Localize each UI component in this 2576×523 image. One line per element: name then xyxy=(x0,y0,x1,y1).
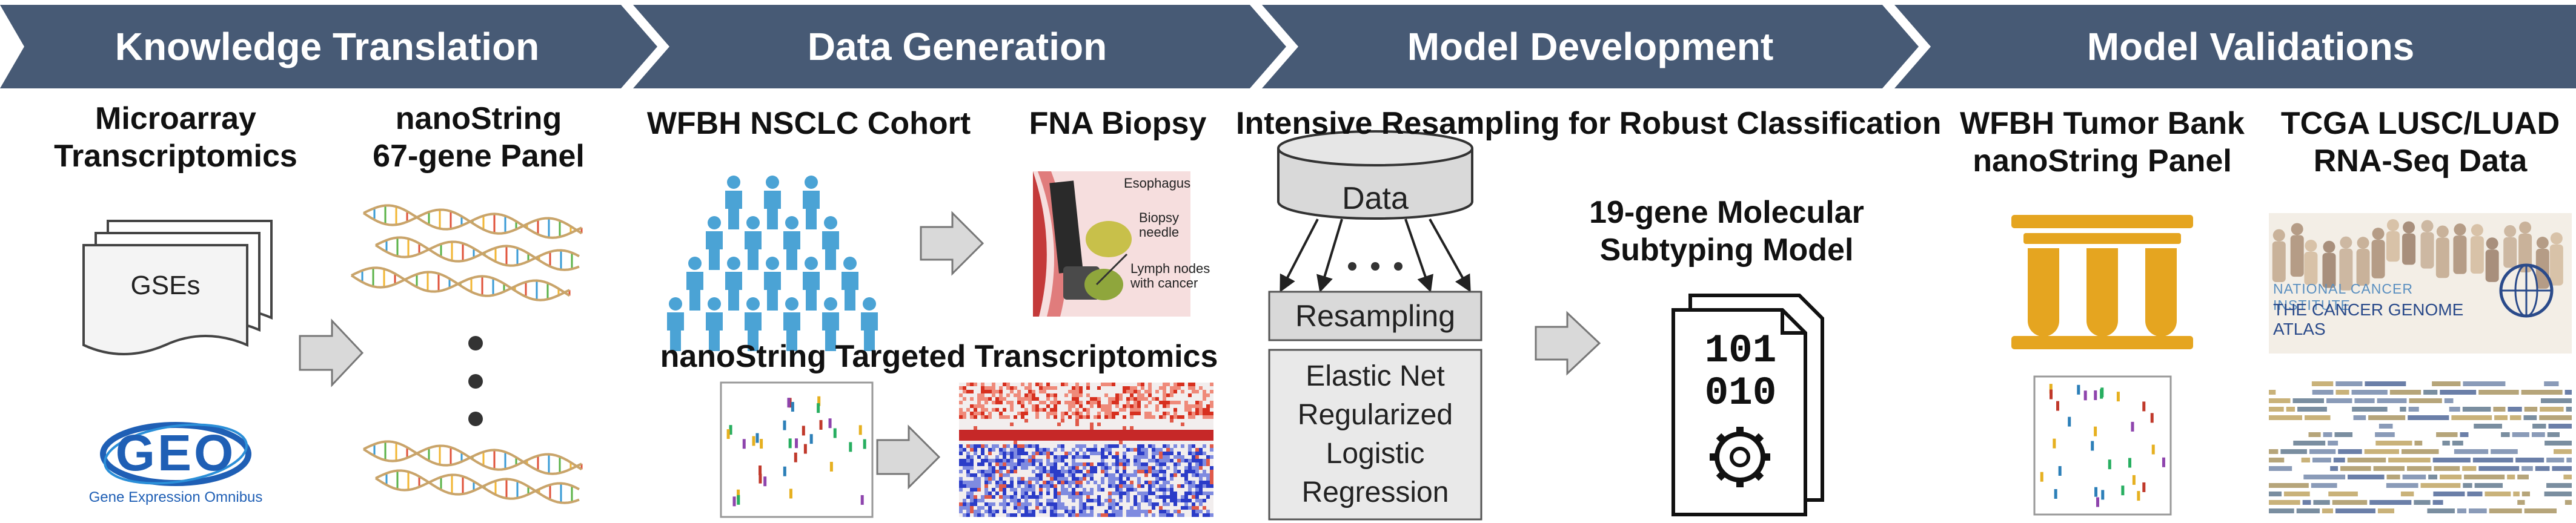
resampling-arrows xyxy=(1280,219,1471,293)
stage-label-model-validations: Model Validations xyxy=(2086,25,2415,68)
documents-icon xyxy=(82,220,273,355)
stage-banner xyxy=(0,5,2576,88)
biopsy-annotation-lymph-nodes: Lymph nodes with cancer xyxy=(1130,261,1210,291)
stage-chevron-1 xyxy=(0,5,657,88)
binary-row-2: 010 xyxy=(1704,370,1777,416)
biopsy-annotation-esophagus: Esophagus xyxy=(1124,176,1191,191)
arrow-model-icon xyxy=(1535,311,1601,376)
microarray-label: Microarray Transcriptomics xyxy=(54,101,297,174)
stage-label-model-development: Model Development xyxy=(1407,25,1774,68)
arrow-cohort-icon xyxy=(920,211,984,276)
stage-label-data-generation: Data Generation xyxy=(807,25,1107,68)
data-label: Data xyxy=(1342,181,1409,216)
model-label: 19-gene Molecular Subtyping Model xyxy=(1589,195,1864,268)
geo-logo xyxy=(100,422,251,486)
tcga-label: TCGA LUSC/LUAD RNA-Seq Data xyxy=(2280,106,2560,179)
tcga-logo xyxy=(2269,213,2572,354)
ellipsis-dots xyxy=(468,336,483,426)
resampling-title: Intensive Resampling for Robust Classifi… xyxy=(1236,106,1942,141)
tumor-bank-label: WFBH Tumor Bank nanoString Panel xyxy=(1960,106,2245,179)
geo-caption: Gene Expression Omnibus xyxy=(88,489,263,505)
targeted-transcriptomics-label: nanoString Targeted Transcriptomics xyxy=(660,339,1218,374)
cohort-label: WFBH NSCLC Cohort xyxy=(646,106,971,141)
stage-chevron-3 xyxy=(1262,5,1919,88)
resampling-ellipsis xyxy=(1348,262,1403,271)
resampling-box xyxy=(1268,291,1482,341)
arrow-kt-icon xyxy=(299,318,364,387)
binary-document-gear-icon xyxy=(1671,294,1824,516)
rna-seq-data-image xyxy=(2269,381,2572,513)
tcga-logo-line-2: THE CANCER GENOME ATLAS xyxy=(2273,300,2464,338)
matrix-ticks xyxy=(2040,384,2165,507)
stage-label-knowledge-translation: Knowledge Translation xyxy=(115,25,540,68)
dna-helix-icon xyxy=(350,204,583,504)
panel-label: nanoString 67-gene Panel xyxy=(373,101,585,174)
biopsy-annotation-needle: Biopsy needle xyxy=(1139,210,1180,240)
method-label: Elastic Net Regularized Logistic Regress… xyxy=(1297,360,1453,508)
resampling-label: Resampling xyxy=(1295,299,1455,333)
method-box xyxy=(1268,349,1482,521)
person-icon xyxy=(667,176,878,351)
matrix-ticks xyxy=(726,396,866,507)
biopsy-label: FNA Biopsy xyxy=(1029,106,1207,141)
binary-row-1: 101 xyxy=(1704,328,1777,373)
nanostring-matrix xyxy=(720,381,874,518)
stage-chevron-2 xyxy=(633,5,1286,88)
documents-label: GSEs xyxy=(130,271,201,300)
expression-heatmap xyxy=(959,383,1213,517)
data-cylinder-icon xyxy=(1277,130,1473,220)
tcga-logo-line-1: NATIONAL CANCER INSTITUTE xyxy=(2273,281,2413,313)
test-tubes-icon xyxy=(2011,215,2193,349)
fna-biopsy-illustration xyxy=(1033,171,1190,317)
arrow-heatmap-icon xyxy=(876,424,941,490)
stage-chevron-4 xyxy=(1894,5,2576,88)
geo-logo-text: GEO xyxy=(115,424,236,481)
